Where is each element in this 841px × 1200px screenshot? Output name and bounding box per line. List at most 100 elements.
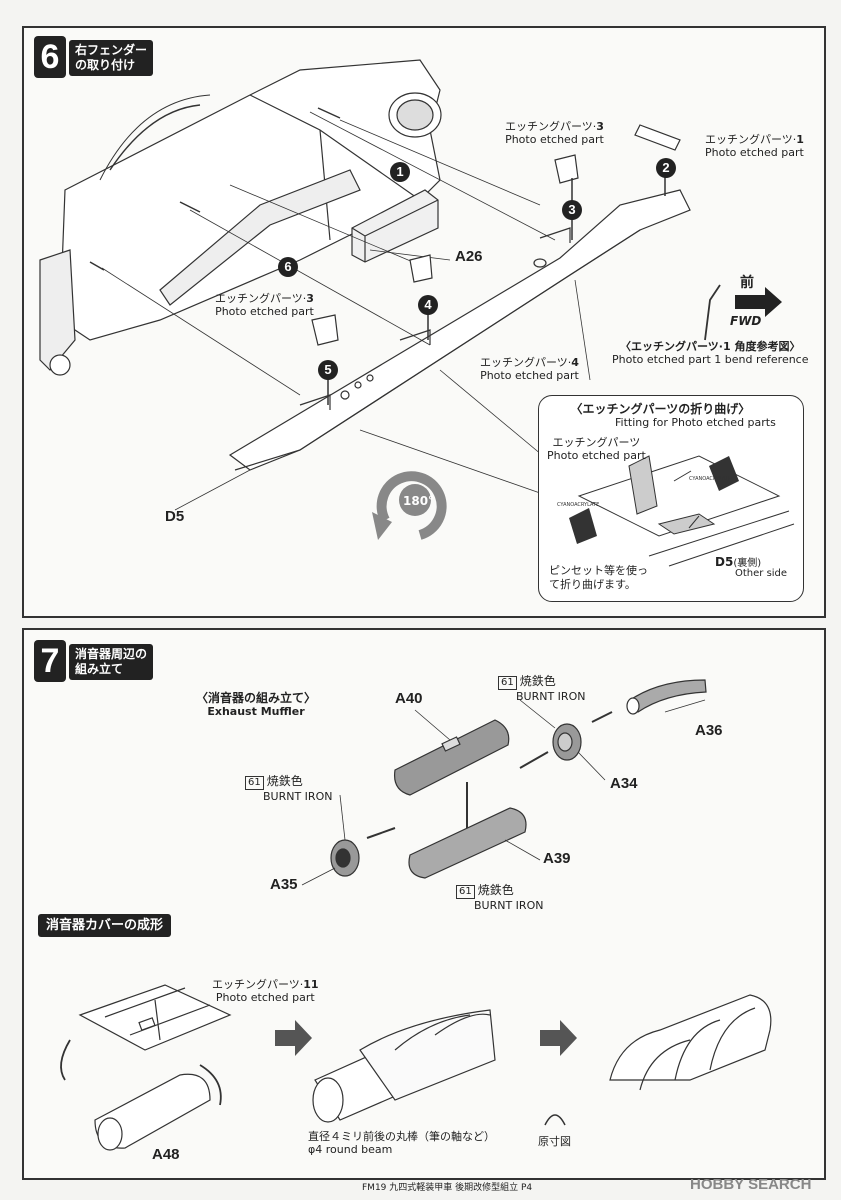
part-a36-shape: [629, 679, 707, 713]
fitting-pe-label: エッチングパーツ Photo etched part: [547, 436, 646, 462]
color-jp-left: 焼鉄色: [266, 774, 303, 788]
color-jp-top: 焼鉄色: [519, 674, 556, 688]
fitting-title-jp: 〈エッチングパーツの折り曲げ〉: [570, 402, 751, 416]
fitting-d5-label: D5(裏側): [715, 554, 761, 569]
tweezers-note: ピンセット等を使っ て折り曲げます。: [549, 564, 648, 592]
rod-jp: 直径４ミリ前後の丸棒（筆の軸など）: [308, 1130, 495, 1143]
step7-title: 消音器周辺の 組み立て: [69, 644, 154, 680]
fwd-en: FWD: [730, 314, 762, 328]
color-en-bottom: BURNT IRON: [474, 899, 544, 912]
step6-number: 6: [34, 36, 66, 78]
color-en-top: BURNT IRON: [516, 690, 586, 703]
step6-drawing: [39, 59, 782, 540]
step6-title-line2: の取り付け: [75, 58, 136, 72]
pe11-label: エッチングパーツ·11 Photo etched part: [212, 978, 319, 1004]
tweezers-line1: ピンセット等を使っ: [549, 564, 648, 577]
fwd-jp: 前: [740, 275, 754, 291]
bend-ref-jp: 〈エッチングパーツ·1 角度参考図〉: [620, 340, 801, 353]
part-a40-shape: [393, 719, 510, 796]
step7-number: 7: [34, 640, 66, 682]
part-a39-shape: [408, 807, 527, 879]
pe3-top-label: エッチングパーツ·3 Photo etched part: [505, 120, 604, 146]
process-arrow-1: [275, 1020, 312, 1056]
pe1-label: エッチングパーツ·1 Photo etched part: [705, 133, 804, 159]
pe4-label: エッチングパーツ·4 Photo etched part: [480, 356, 579, 382]
fitting-d5-part: D5: [715, 555, 734, 569]
fitting-drawing: [569, 455, 795, 567]
fwd-arrow: [735, 287, 782, 317]
part-a35-label: A35: [270, 876, 298, 893]
process-arrow-2: [540, 1020, 577, 1056]
rod-label: 直径４ミリ前後の丸棒（筆の軸など） φ4 round beam: [308, 1130, 495, 1156]
rod-en: φ4 round beam: [308, 1143, 393, 1156]
pe4-en: Photo etched part: [480, 369, 579, 382]
bend-ref-en: Photo etched part 1 bend reference: [612, 353, 809, 366]
formed-cover: [609, 994, 772, 1081]
pe4-jp: エッチングパーツ·: [480, 356, 572, 369]
color-en-left: BURNT IRON: [263, 790, 333, 803]
muffler-title-en: Exhaust Muffler: [207, 705, 305, 718]
pe3-mid-label: エッチングパーツ·3 Photo etched part: [215, 292, 314, 318]
fitting-d5-side-jp: (裏側): [733, 558, 762, 569]
page-footer: FM19 九四式軽装甲車 後期改修型組立 P4: [362, 1183, 533, 1193]
fitting-callout: 〈エッチングパーツの折り曲げ〉 Fitting for Photo etched…: [538, 395, 804, 602]
pe11-jp: エッチングパーツ·: [212, 978, 304, 991]
rotate-180-icon: [372, 471, 447, 540]
bend-reference-label: 〈エッチングパーツ·1 角度参考図〉 Photo etched part 1 b…: [612, 340, 809, 366]
part-a34-label: A34: [610, 775, 638, 792]
glue-label-1: CYANOACRYLATE: [689, 476, 732, 482]
pe1-jp: エッチングパーツ·: [705, 133, 797, 146]
fitting-other-side: Other side: [735, 568, 788, 579]
pe4-num: 4: [571, 356, 579, 369]
step6-marker-4: 4: [418, 295, 438, 315]
color-code-bottom: 61: [456, 885, 475, 899]
step7-title-line1: 消音器周辺の: [75, 647, 148, 661]
step7-title-line2: 組み立て: [75, 662, 124, 676]
color-jp-bottom: 焼鉄色: [477, 883, 514, 897]
pe3-top-num: 3: [596, 120, 604, 133]
part-d5-label: D5: [165, 508, 185, 525]
pe11-num: 11: [303, 978, 319, 991]
pe11-en: Photo etched part: [215, 991, 315, 1004]
step6-marker-3: 3: [562, 200, 582, 220]
pe3-top-en: Photo etched part: [505, 133, 604, 146]
part-a40-label: A40: [395, 690, 423, 707]
part-a39-label: A39: [543, 850, 571, 867]
color-code-top: 61: [498, 676, 517, 690]
fitting-title: 〈エッチングパーツの折り曲げ〉 Fitting for Photo etched…: [545, 402, 776, 430]
part-a48-label: A48: [152, 1146, 180, 1163]
step6-marker-1: 1: [390, 162, 410, 182]
pe1-en: Photo etched part: [705, 146, 804, 159]
step6-marker-5: 5: [318, 360, 338, 380]
step6-title-line1: 右フェンダー: [75, 43, 148, 57]
rotate-180-label: 180°: [403, 494, 435, 508]
cover-title: 消音器カバーの成形: [38, 914, 172, 937]
muffler-title: 〈消音器の組み立て〉 Exhaust Muffler: [196, 692, 316, 719]
pe3-top-jp: エッチングパーツ·: [505, 120, 597, 133]
glue-label-2: CYANOACRYLATE: [557, 502, 600, 508]
actual-size-label: 原寸図: [538, 1135, 571, 1148]
part-a26-shape: [351, 189, 439, 263]
fitting-pe-en: Photo etched part: [547, 449, 646, 462]
step6-title: 右フェンダー の取り付け: [69, 40, 154, 76]
tweezers-line2: て折り曲げます。: [549, 578, 636, 591]
fitting-title-en: Fitting for Photo etched parts: [615, 416, 776, 429]
step6-marker-2: 2: [656, 158, 676, 178]
pe3-mid-num: 3: [306, 292, 314, 305]
pe11-sheet: [78, 984, 232, 1051]
part-d5-shape: [228, 189, 691, 471]
color-code-left: 61: [245, 776, 264, 790]
pe1-num: 1: [796, 133, 804, 146]
part-a26-label: A26: [455, 248, 483, 265]
actual-size-shape: [544, 1114, 566, 1126]
fitting-pe-jp: エッチングパーツ: [552, 436, 641, 449]
watermark: HOBBY SEARCH: [690, 1176, 812, 1193]
pe3-mid-en: Photo etched part: [215, 305, 314, 318]
part-a36-label: A36: [695, 722, 723, 739]
step6-marker-6: 6: [278, 257, 298, 277]
pe3-mid-jp: エッチングパーツ·: [215, 292, 307, 305]
